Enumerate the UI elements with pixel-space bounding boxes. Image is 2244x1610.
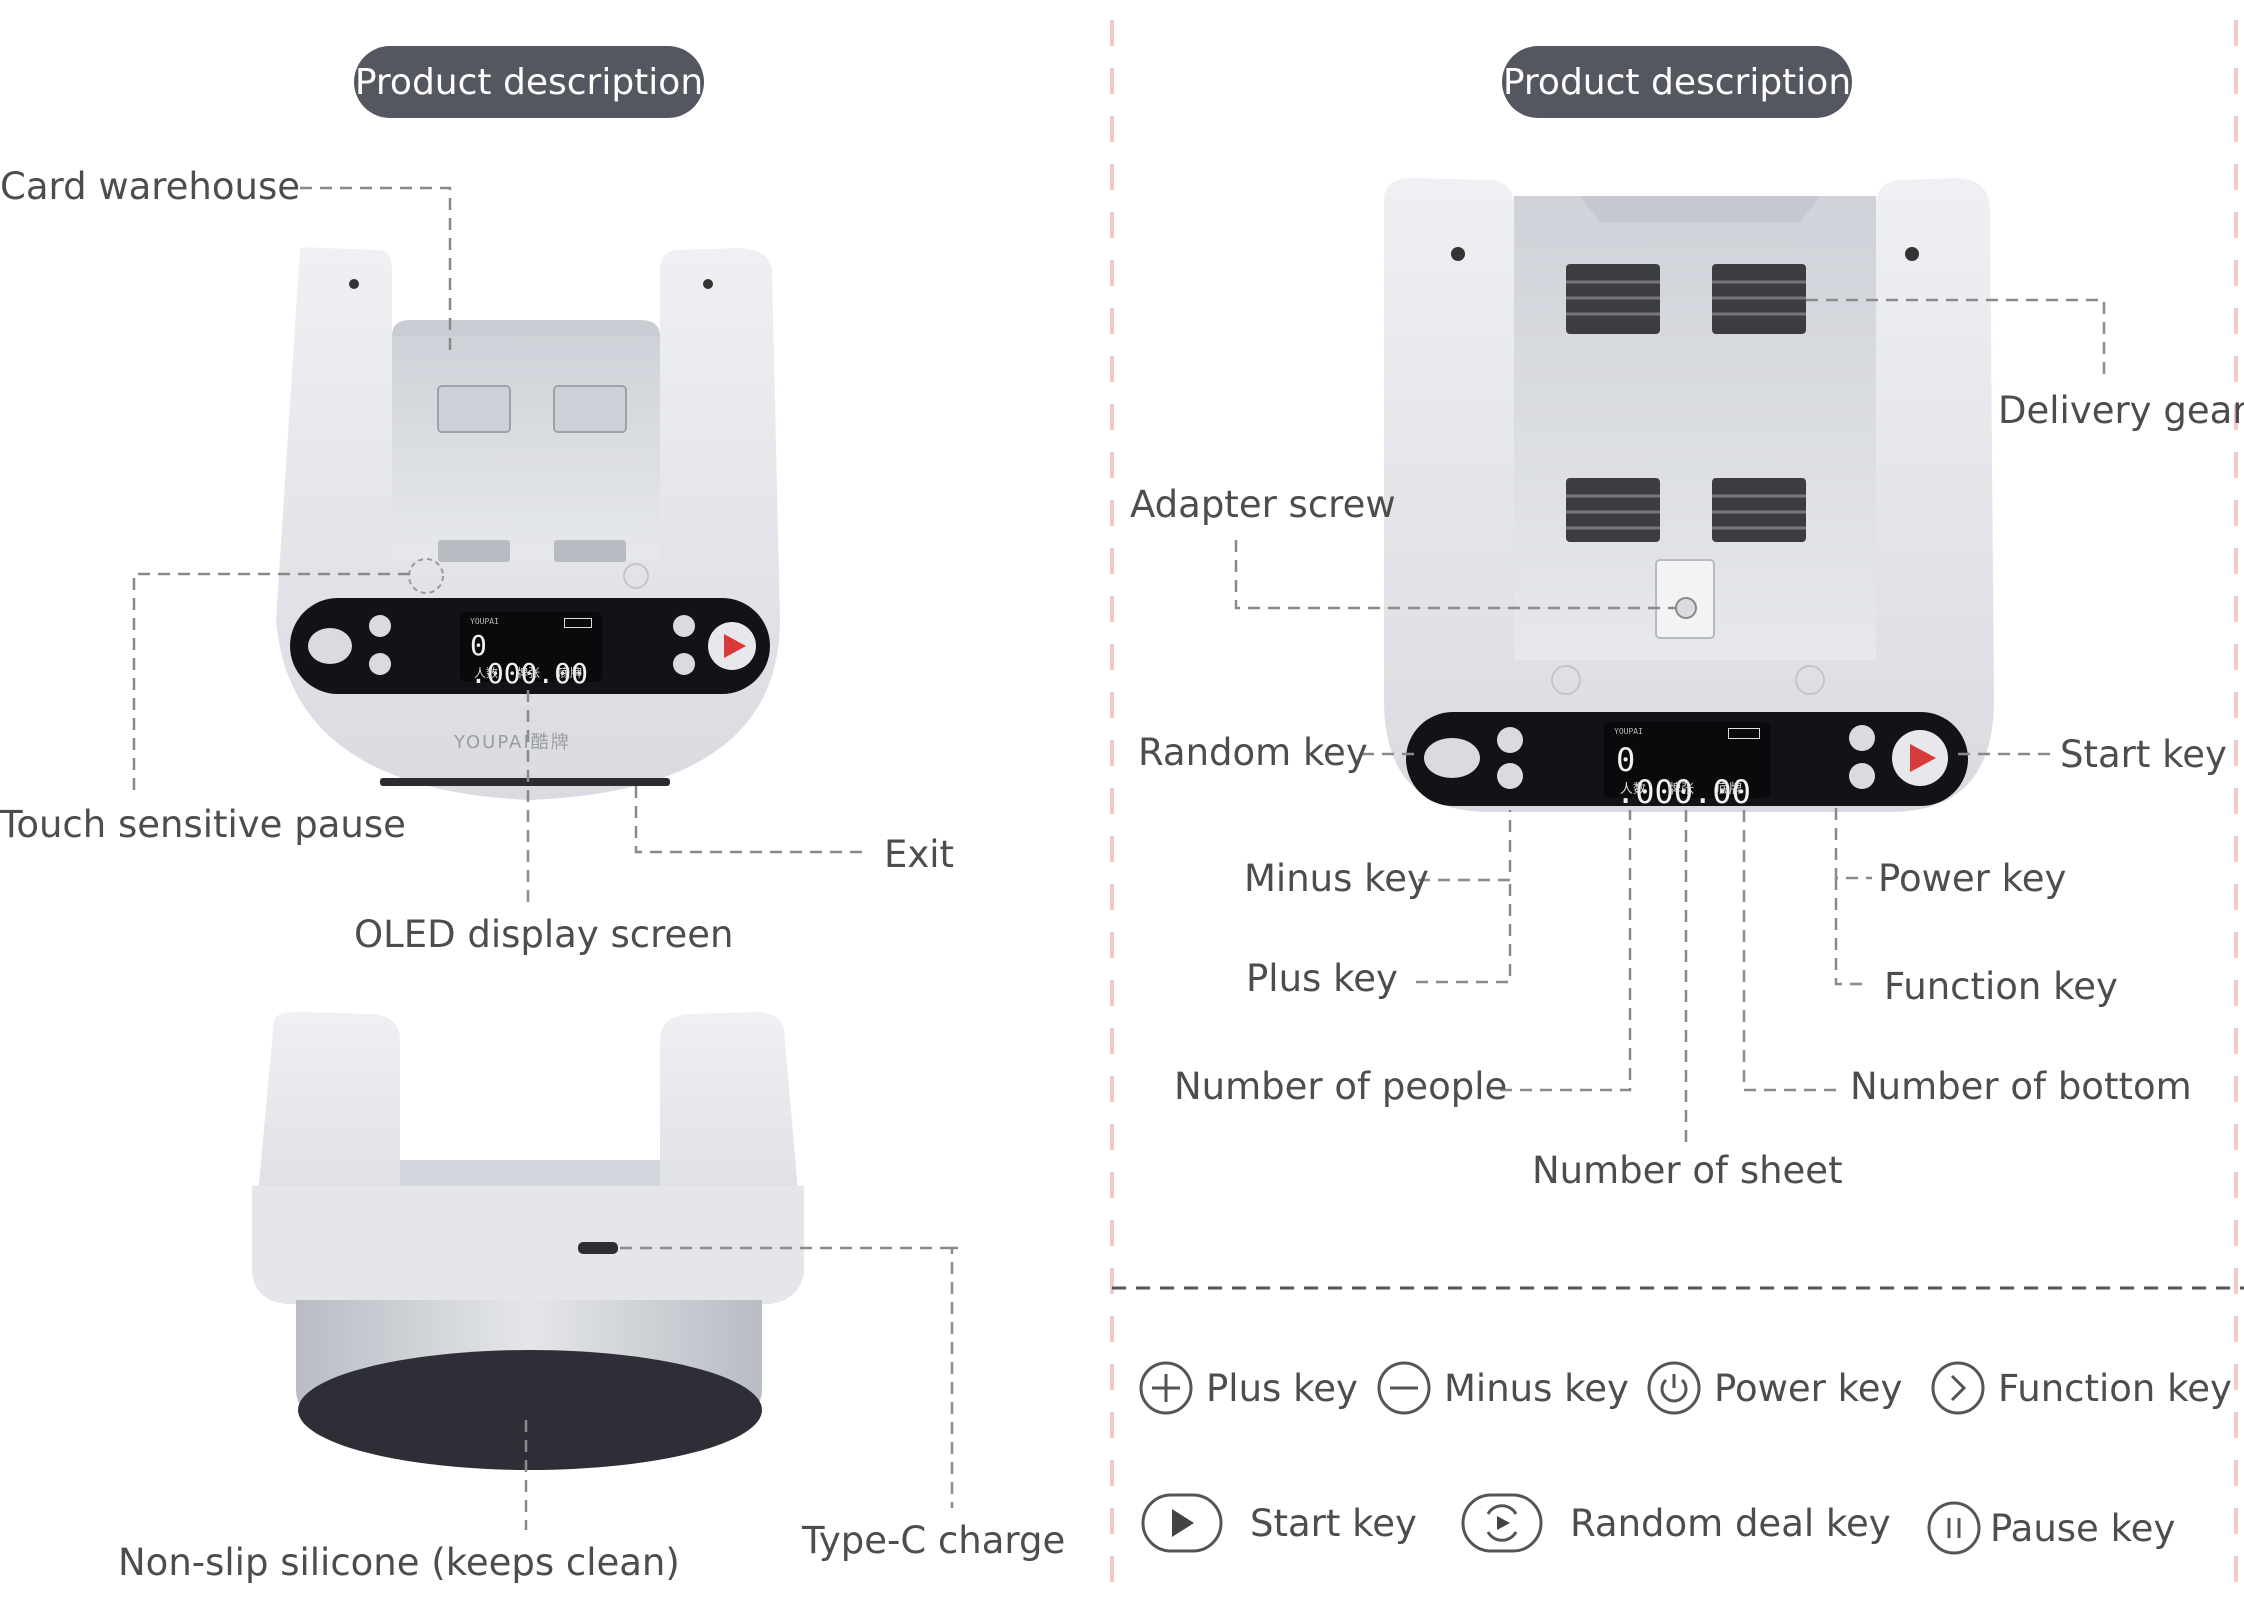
legend-label: Pause key (1990, 1506, 2176, 1550)
battery-icon (1728, 728, 1760, 739)
legend-random-deal-key: Random deal key (1460, 1492, 1891, 1554)
legend-power-key: Power key (1646, 1360, 1902, 1416)
label-delivery-gear: Delivery gear (1998, 389, 2244, 432)
label-minus-key: Minus key (1244, 857, 1429, 900)
screen-sub-bottom: 底牌 (1716, 782, 1743, 797)
plus-circle-icon (1139, 1361, 1193, 1415)
random-deal-icon (1461, 1493, 1543, 1553)
battery-icon (564, 618, 592, 628)
legend-label: Minus key (1444, 1366, 1629, 1410)
legend-label: Power key (1714, 1366, 1903, 1410)
chevron-right-circle-icon (1931, 1361, 1985, 1415)
right-oled-screen: YOUPAI 0 .000.00 人数 牌张 底牌 (1604, 722, 1770, 808)
label-non-slip: Non-slip silicone (keeps clean) (118, 1541, 680, 1584)
label-power-key: Power key (1878, 857, 2067, 900)
minus-circle-icon (1377, 1361, 1431, 1415)
label-start-key: Start key (2060, 733, 2227, 776)
left-screen-value: 0 .000.00 (470, 629, 589, 690)
legend-start-key: Start key (1140, 1492, 1417, 1554)
label-type-c: Type-C charge (802, 1519, 1066, 1562)
legend-label: Function key (1998, 1366, 2232, 1410)
left-section-badge: Product description (354, 46, 704, 118)
label-number-people: Number of people (1174, 1065, 1508, 1108)
device-brand-logo: YOUPAI酷牌 (454, 732, 571, 753)
label-function-key: Function key (1884, 965, 2118, 1008)
legend-label: Random deal key (1570, 1501, 1891, 1545)
screen-sub-people: 人数 (474, 666, 499, 680)
legend-label: Plus key (1206, 1366, 1358, 1410)
right-screen-value: 0 .000.00 (1616, 741, 1751, 811)
label-number-sheet: Number of sheet (1532, 1149, 1843, 1192)
label-random-key: Random key (1138, 731, 1368, 774)
left-screen-tag: YOUPAI (470, 617, 499, 626)
legend-function-key: Function key (1930, 1360, 2232, 1416)
legend-plus-key: Plus key (1138, 1360, 1358, 1416)
power-icon (1647, 1361, 1701, 1415)
screen-sub-people: 人数 (1620, 782, 1647, 797)
pause-circle-icon (1927, 1501, 1981, 1555)
label-exit: Exit (884, 833, 955, 876)
label-touch-pause: Touch sensitive pause (0, 803, 406, 846)
screen-sub-sheet: 牌张 (1668, 782, 1695, 797)
legend-pause-key: Pause key (1926, 1500, 2175, 1556)
screen-sub-sheet: 牌张 (516, 666, 541, 680)
label-plus-key: Plus key (1246, 957, 1398, 1000)
legend-minus-key: Minus key (1376, 1360, 1629, 1416)
label-adapter-screw: Adapter screw (1130, 483, 1396, 526)
screen-sub-bottom: 底牌 (558, 666, 583, 680)
right-section-badge: Product description (1502, 46, 1852, 118)
legend-label: Start key (1250, 1501, 1417, 1545)
label-oled-screen: OLED display screen (354, 913, 734, 956)
label-number-bottom: Number of bottom (1850, 1065, 2192, 1108)
play-icon (1141, 1493, 1223, 1553)
right-screen-tag: YOUPAI (1614, 727, 1643, 736)
left-oled-screen: YOUPAI 0 .000.00 人数 牌张 底牌 (460, 612, 602, 688)
label-card-warehouse: Card warehouse (0, 165, 300, 208)
